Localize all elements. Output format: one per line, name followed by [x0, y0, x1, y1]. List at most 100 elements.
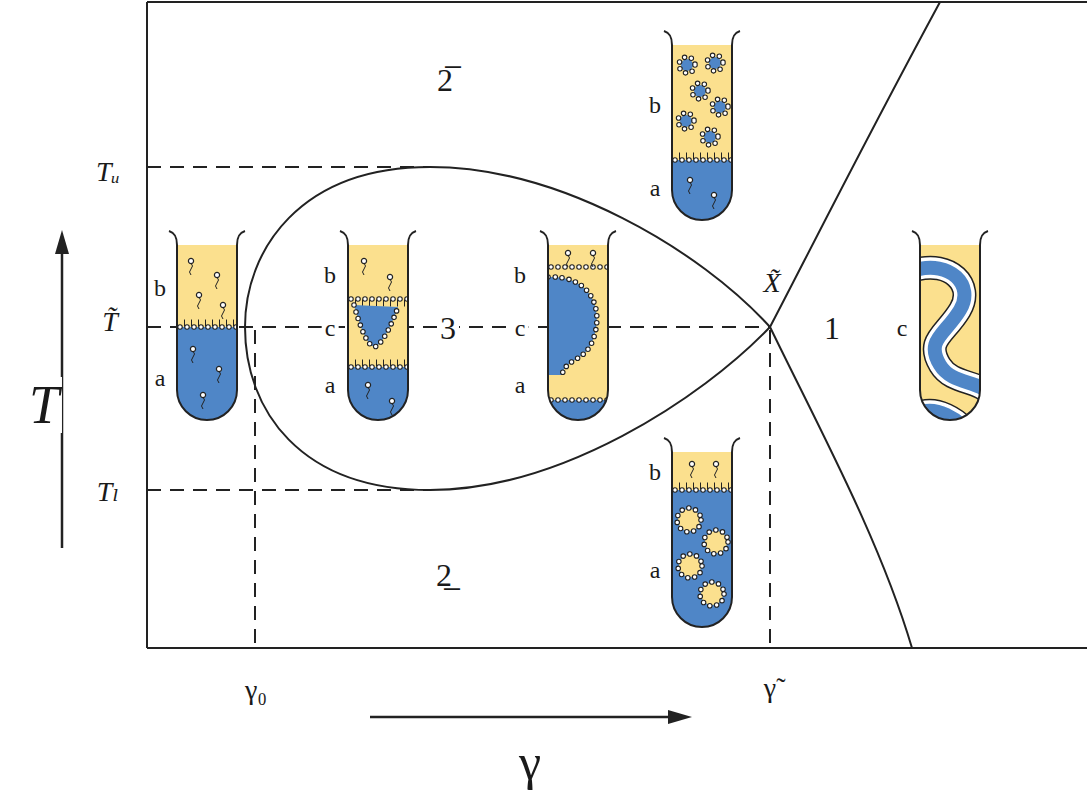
illustration-part	[548, 277, 597, 375]
illustration-part	[687, 177, 692, 194]
illustration-part	[912, 231, 988, 420]
illustration-part	[188, 258, 193, 275]
illustration-part	[220, 302, 225, 319]
illustration-part	[346, 367, 410, 427]
illustration-part	[169, 231, 245, 420]
illustration-part	[705, 531, 727, 553]
illustration-part	[678, 55, 728, 145]
test-tube	[540, 231, 616, 430]
illustration-part	[216, 366, 221, 383]
illustration-part	[704, 530, 728, 554]
illustration-part	[354, 305, 398, 347]
axis-tick: γ₀	[242, 675, 270, 705]
illustration-part	[180, 324, 237, 330]
illustration-part	[177, 320, 237, 327]
illustration-part	[915, 245, 990, 435]
illustration-part	[707, 55, 723, 71]
test-tube	[664, 31, 740, 230]
illustration-part	[664, 438, 740, 627]
test-tube	[169, 231, 245, 427]
illustration-part	[915, 268, 990, 395]
phase-letter: a	[647, 557, 664, 583]
illustration-part	[670, 45, 734, 230]
illustration-part	[214, 272, 219, 289]
illustration-part	[700, 582, 724, 606]
phase-letter: b	[511, 262, 529, 288]
illustration-part	[590, 250, 595, 267]
illustration-part	[679, 57, 695, 73]
phase-letter: b	[646, 92, 664, 118]
illustration-part	[711, 192, 716, 209]
illustration-part	[546, 245, 610, 430]
axis-label: T	[26, 377, 62, 433]
illustration-part	[540, 231, 616, 420]
illustration-part	[700, 582, 724, 606]
illustration-part	[664, 31, 740, 220]
illustration-part	[146, 2, 148, 648]
illustration-part	[672, 483, 732, 490]
illustration-part	[915, 411, 970, 435]
illustration-part	[675, 487, 732, 493]
illustration-part	[551, 398, 608, 401]
phase-letter: b	[151, 275, 169, 301]
illustration-part	[340, 231, 416, 420]
illustration-part	[254, 330, 256, 648]
test-tube	[340, 231, 416, 427]
phase-letter: a	[152, 365, 169, 391]
plot-frame	[147, 2, 1087, 648]
illustration-part	[675, 157, 732, 163]
illustration-part	[713, 461, 718, 478]
region-label: 2̲	[433, 558, 455, 592]
illustration-part	[670, 452, 734, 640]
illustration-part	[361, 258, 366, 275]
illustration-part	[712, 99, 728, 115]
illustration-part	[387, 274, 392, 291]
illustration-part	[200, 392, 205, 409]
illustration-part	[551, 397, 608, 403]
illustration-part	[675, 488, 732, 491]
test-tube	[664, 438, 740, 640]
axis-arrow	[55, 230, 692, 724]
illustration-part	[679, 57, 695, 73]
region-label: 1	[821, 311, 843, 345]
illustration-part	[678, 113, 694, 129]
illustration-part	[704, 530, 728, 554]
phase-letter: a	[647, 175, 664, 201]
phase-letter: a	[322, 372, 339, 398]
illustration-part	[370, 716, 672, 719]
phase-letter: c	[322, 315, 339, 341]
illustration-part	[548, 277, 597, 375]
illustration-part	[692, 83, 708, 99]
illustration-part	[175, 245, 239, 427]
axis-tick: Tᵤ	[93, 157, 123, 187]
axis-tick: T̃	[99, 307, 121, 337]
region-label: 2̅	[434, 63, 456, 97]
illustration-part	[678, 509, 700, 531]
test-tube	[912, 231, 990, 435]
illustration-part	[670, 45, 734, 160]
illustration-part	[678, 554, 702, 578]
illustration-part	[692, 83, 708, 99]
illustration-part	[55, 230, 69, 254]
illustration-part	[196, 292, 201, 309]
illustration-part	[346, 245, 410, 367]
illustration-part	[915, 268, 990, 395]
illustration-part	[389, 398, 394, 415]
illustration-part	[354, 305, 398, 347]
illustration-part	[915, 411, 970, 435]
illustration-part	[351, 364, 408, 370]
illustration-part	[677, 508, 701, 532]
illustration-part	[712, 99, 728, 115]
phase-letter: b	[646, 459, 664, 485]
illustration-part	[365, 382, 370, 399]
illustration-part	[701, 583, 723, 605]
illustration-part	[147, 166, 430, 168]
illustration-part	[147, 489, 430, 491]
illustration-part	[702, 129, 718, 145]
phase-letter: c	[512, 315, 529, 341]
illustration-part	[668, 710, 692, 724]
illustration-part	[769, 330, 771, 648]
illustration-part	[707, 55, 723, 71]
illustration-part	[190, 346, 195, 363]
